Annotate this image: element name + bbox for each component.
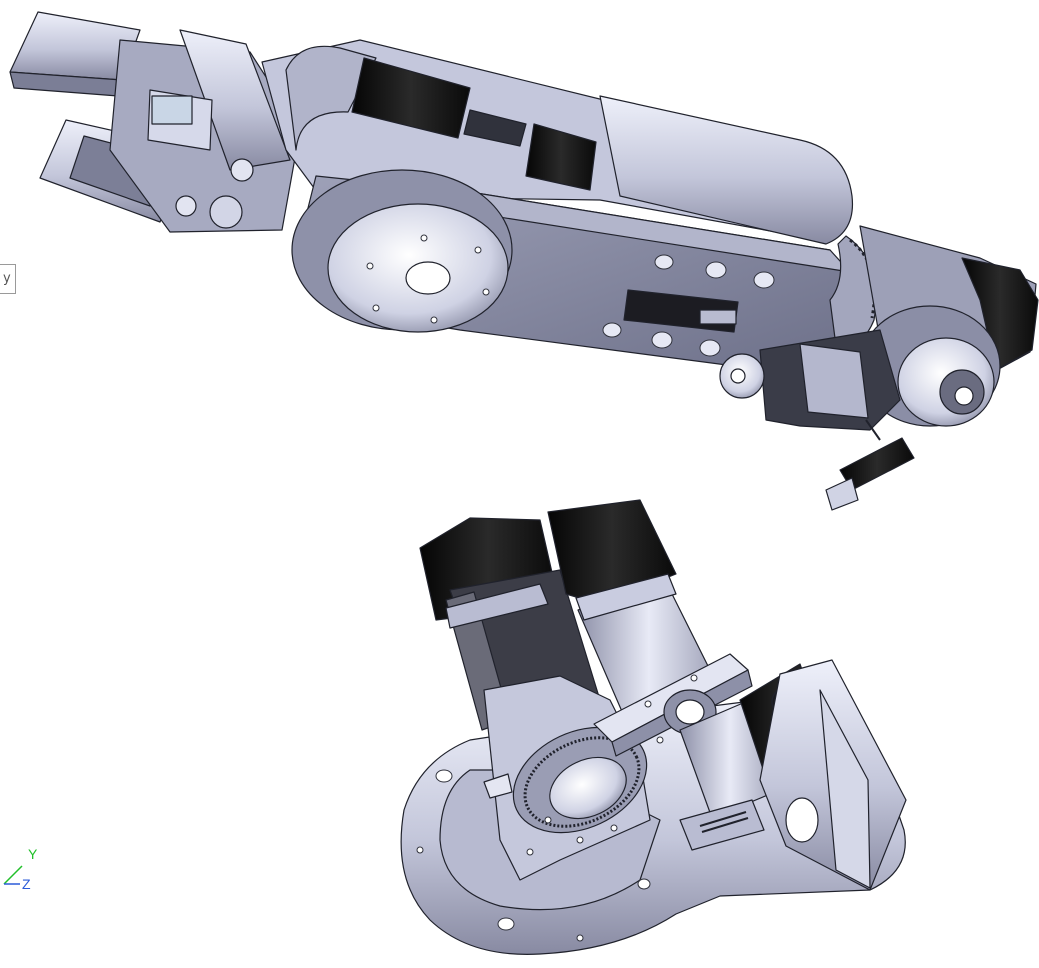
forearm-cylinder[interactable] bbox=[599, 95, 854, 245]
gripper-body[interactable] bbox=[109, 29, 301, 233]
hub-mounting-plate[interactable] bbox=[593, 653, 753, 757]
base-assembly[interactable] bbox=[400, 499, 907, 955]
upper-arm-assembly[interactable] bbox=[9, 11, 1039, 511]
shoulder-motor[interactable] bbox=[961, 257, 1039, 371]
pulley[interactable] bbox=[719, 353, 765, 399]
view-orientation-tag[interactable]: y bbox=[0, 264, 16, 294]
elbow-joint-disc[interactable] bbox=[291, 169, 513, 333]
gearbox-housing[interactable] bbox=[759, 659, 907, 891]
triad-axes-icon bbox=[3, 865, 23, 885]
arm-motor-1[interactable] bbox=[351, 57, 471, 139]
triad-z-label: Z bbox=[22, 876, 31, 892]
reference-triad: Y Z bbox=[0, 840, 60, 900]
arm-motor-2[interactable] bbox=[525, 123, 597, 191]
triad-y-label: Y bbox=[28, 846, 38, 862]
